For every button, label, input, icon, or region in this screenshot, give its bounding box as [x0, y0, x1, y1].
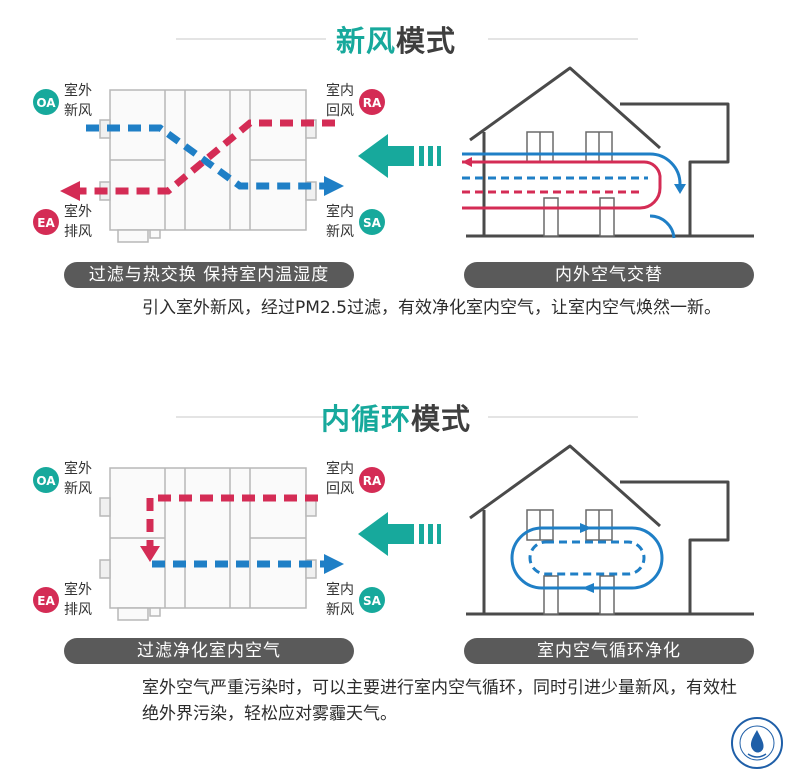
ra-badge-text: RA [363, 96, 382, 110]
right-caption-pill: 内外空气交替 [464, 262, 754, 288]
sa-label-line2: 新风 [326, 602, 354, 618]
ra-badge-text: RA [363, 474, 382, 488]
inner-circulation-diagram: OA 室外 新风 RA 室内 回风 EA 室外 排风 SA 室内 新风 [33, 444, 754, 621]
teal-direction-arrow [358, 134, 441, 178]
house-windows [526, 131, 615, 237]
ea-label-line1: 室外 [64, 203, 92, 220]
house-red-flow [462, 160, 662, 210]
oa-badge-text: OA [36, 96, 56, 110]
section-title-row: 内循环模式 [0, 392, 792, 442]
house-blue-flow [462, 152, 682, 185]
ra-badge-circle [359, 467, 385, 493]
right-caption-pill: 室内空气循环净化 [464, 638, 754, 664]
section-title: 新风模式 [300, 18, 492, 60]
section-title: 内循环模式 [300, 396, 492, 438]
ra-label-line1: 室内 [326, 460, 354, 477]
sa-label-line2: 新风 [326, 224, 354, 240]
title-divider-left [176, 416, 326, 418]
ra-badge-circle [359, 89, 385, 115]
arrow-head-red-down [140, 546, 160, 562]
title-divider-left [176, 38, 326, 40]
oa-label-line2: 新风 [64, 481, 92, 497]
teal-direction-arrow [358, 512, 441, 556]
sa-label-line1: 室内 [326, 203, 354, 220]
corner-seal-logo [731, 717, 783, 769]
loop-arrow-bottom [582, 583, 594, 593]
oa-badge-text: OA [36, 474, 56, 488]
sa-badge-text: SA [363, 594, 382, 608]
exhaust-air-flow-path [80, 119, 335, 195]
house-airflow [462, 152, 682, 239]
ra-label-line2: 回风 [326, 103, 354, 119]
sa-badge-circle [359, 209, 385, 235]
house-flow-arrow-red [462, 157, 472, 167]
oa-label-line2: 新风 [64, 103, 92, 119]
title-rest: 模式 [411, 402, 472, 436]
arrow-head-blue-right [324, 176, 344, 196]
fresh-air-flow-path [86, 124, 324, 190]
section-description: 引入室外新风，经过PM2.5过滤，有效净化室内空气，让室内空气焕然一新。 [142, 298, 721, 318]
sa-badge-text: SA [363, 216, 382, 230]
ea-badge-text: EA [37, 216, 55, 230]
oa-label-line1: 室外 [64, 460, 92, 477]
ea-label-line2: 排风 [64, 602, 92, 618]
oa-label-line1: 室外 [64, 82, 92, 99]
sa-badge-circle [359, 587, 385, 613]
ventilation-unit [99, 467, 317, 621]
house-flow-arrow-blue [674, 184, 686, 194]
return-air-flow-path [146, 494, 318, 546]
recirculation-airflow [146, 494, 324, 568]
ea-badge-text: EA [37, 594, 55, 608]
left-caption-pill: 过滤与热交换 保持室内温湿度 [64, 262, 354, 288]
title-rest: 模式 [396, 24, 457, 58]
fresh-air-mode-section: 新风模式 OA 室外 新风 [0, 0, 792, 365]
oa-badge-circle [33, 467, 59, 493]
ra-label-line1: 室内 [326, 82, 354, 99]
arrow-head-blue-right [324, 554, 344, 574]
loop-arrow-top [580, 523, 592, 533]
house-windows [526, 509, 615, 615]
fresh-air-diagram: OA 室外 新风 RA 室内 回风 EA 室外 排风 SA 室内 新风 [33, 66, 754, 243]
ea-badge-circle [33, 587, 59, 613]
title-highlight: 内循环 [320, 402, 411, 436]
title-divider-right [488, 38, 638, 40]
heat-exchange-airflow [80, 119, 335, 195]
arrow-head-red-left [60, 181, 80, 201]
inner-circulation-mode-section: 内循环模式 OA 室外 新风 RA 室内 回风 [0, 378, 792, 775]
ea-label-line1: 室外 [64, 581, 92, 598]
title-highlight: 新风 [335, 24, 396, 58]
oa-badge-circle [33, 89, 59, 115]
section-title-row: 新风模式 [0, 14, 792, 64]
ra-label-line2: 回风 [326, 481, 354, 497]
section-description: 室外空气严重污染时，可以主要进行室内空气循环，同时引进少量新风，有效杜绝外界污染… [142, 678, 737, 724]
ea-label-line2: 排风 [64, 224, 92, 240]
sa-label-line1: 室内 [326, 581, 354, 598]
title-divider-right [488, 416, 638, 418]
left-caption-pill: 过滤净化室内空气 [64, 638, 354, 664]
ea-badge-circle [33, 209, 59, 235]
